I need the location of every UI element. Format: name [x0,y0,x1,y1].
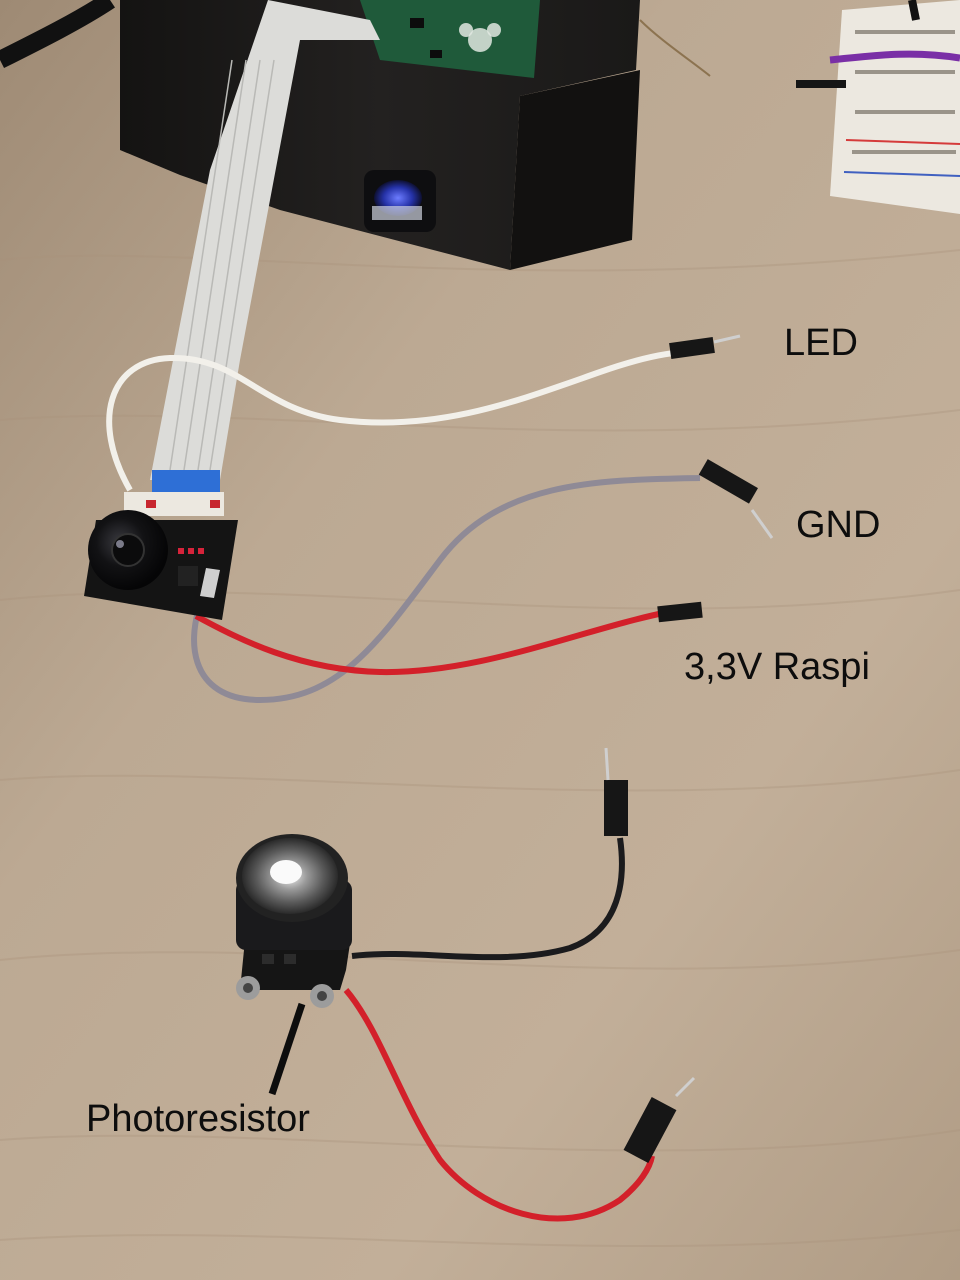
led-wire [106,349,691,492]
led-pin-header [669,337,715,359]
ir-led-icon [236,834,352,1008]
ir-black-pin-header [604,780,628,836]
ir-red-pin-header [623,1096,677,1164]
power-pin-header [657,601,703,623]
label-led: LED [784,322,858,364]
ir-red-wire [343,988,655,1222]
ir-black-wire [351,837,625,961]
camera-icon [84,492,238,620]
power-cable [0,0,115,69]
raspberry-icon [459,23,501,52]
gnd-pin-header [698,459,758,504]
breadboard [796,0,960,214]
label-photoresistor: Photoresistor [86,1098,310,1140]
power-wire [194,609,669,676]
photoresistor-lead [268,1002,306,1096]
gnd-wire [191,475,701,704]
label-power: 3,3V Raspi [684,646,870,688]
label-gnd: GND [796,504,881,546]
